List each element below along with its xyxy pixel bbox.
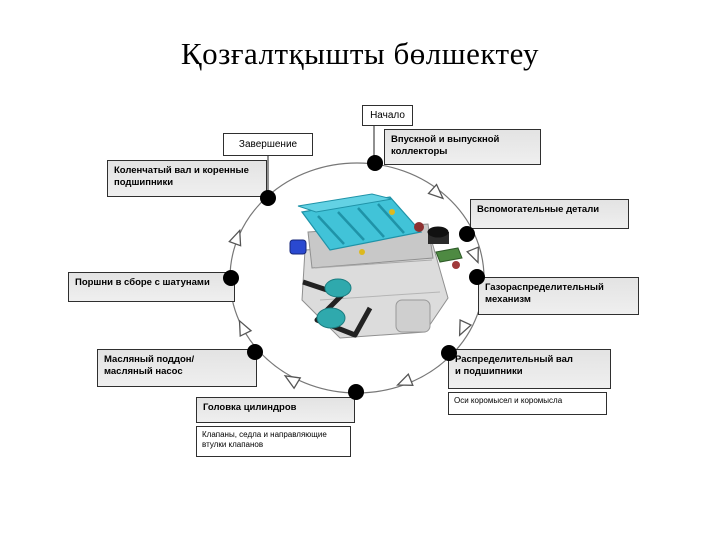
flow-arrow-icon [228, 228, 242, 247]
flow-arrow-icon [283, 375, 302, 390]
cycle-circle [229, 162, 485, 394]
node-auxiliary-parts: Вспомогательные детали [470, 199, 629, 229]
node-camshaft-bearings: Распределительный вал и подшипники [448, 349, 611, 389]
flow-arrow-icon [458, 319, 473, 337]
flow-arrow-icon [466, 246, 479, 264]
node-crankshaft-main-bearings: Коленчатый вал и коренные подшипники [107, 160, 267, 197]
flow-arrow-icon [238, 319, 253, 338]
node-intake-exhaust-manifolds: Впускной и выпускной коллекторы [384, 129, 541, 165]
slide-title: Қозғалтқышты бөлшектеу [180, 36, 540, 71]
node-cylinder-head: Головка цилиндров [196, 397, 355, 423]
node-start: Начало [362, 105, 413, 126]
flow-node-dot [367, 155, 383, 171]
flow-arrow-icon [396, 373, 414, 386]
flow-arrow-icon [427, 183, 445, 200]
node-oil-pan-oil-pump: Масляный поддон/ масляный насос [97, 349, 257, 387]
node-finish: Завершение [223, 133, 313, 156]
engine-illustration [289, 193, 463, 339]
node-valves-seats-guides: Клапаны, седла и направляющие втулки кла… [196, 426, 351, 457]
node-valvetrain-mechanism: Газораспределительный механизм [478, 277, 639, 315]
node-rocker-axes: Оси коромысел и коромысла [448, 392, 607, 415]
node-pistons-connecting-rods: Поршни в сборе с шатунами [68, 272, 235, 302]
